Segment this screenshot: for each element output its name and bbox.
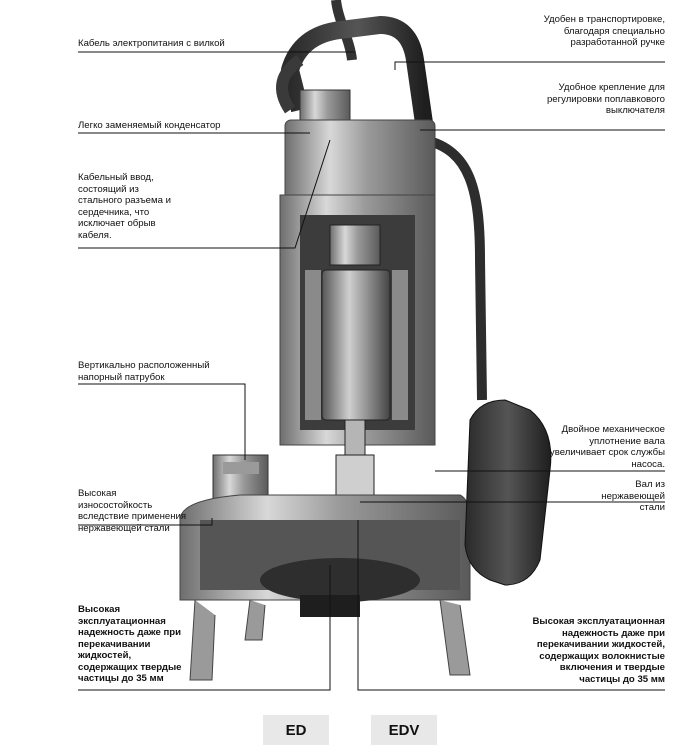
label-mech-seal: Двойное механическое уплотнение вала уве…	[549, 424, 665, 470]
label-capacitor: Легко заменяемый конденсатор	[78, 120, 221, 131]
label-reliability-solids: Высокая эксплуатационная надежность даже…	[78, 604, 182, 684]
label-cable-entry: Кабельный ввод, состоящий из стального р…	[78, 172, 171, 241]
label-handle: Удобен в транспортировке, благодаря спец…	[543, 14, 665, 48]
rotor	[321, 269, 391, 421]
label-reliability-fibrous: Высокая эксплуатационная надежность даже…	[532, 616, 665, 685]
float-cable	[423, 135, 487, 401]
model-badge-ed: ED	[263, 715, 329, 745]
model-badge-edv: EDV	[371, 715, 437, 745]
float-switch	[464, 399, 552, 586]
label-discharge: Вертикально расположенный напорный патру…	[78, 360, 210, 383]
leader-lines	[78, 51, 665, 691]
label-float-mount: Удобное крепление для регулировки поплав…	[546, 82, 665, 116]
label-shaft: Вал из нержавеющей стали	[601, 479, 665, 513]
feet	[189, 599, 216, 681]
label-wear-resistance: Высокая износостойкость вследствие приме…	[78, 488, 187, 534]
label-power-cable: Кабель электропитания с вилкой	[78, 38, 225, 49]
